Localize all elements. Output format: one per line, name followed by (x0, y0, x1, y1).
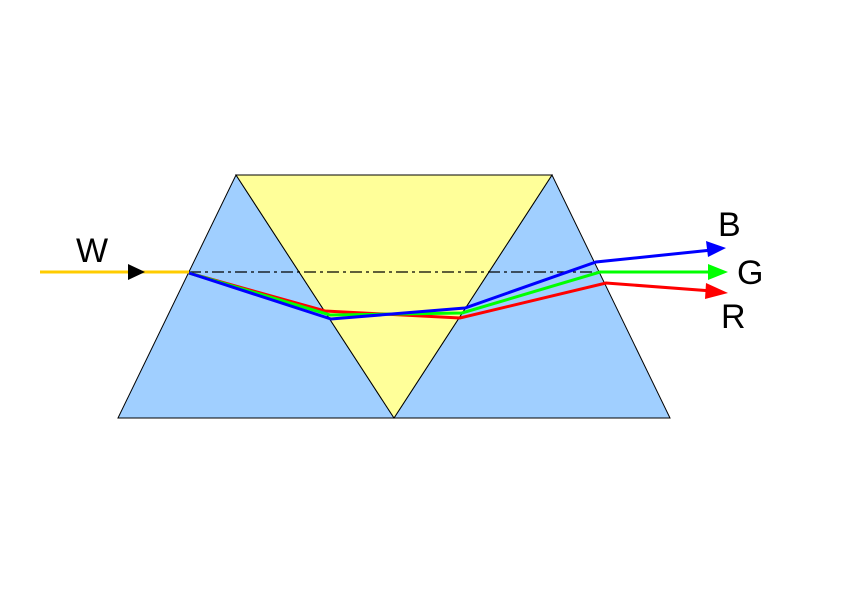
blue-arrow-icon (706, 241, 726, 257)
label-w: W (76, 232, 108, 270)
label-b: B (718, 206, 741, 244)
red-ray (188, 271, 713, 320)
label-g: G (737, 254, 763, 292)
incident-arrow-icon (128, 264, 145, 280)
green-ray (188, 270, 712, 317)
green-arrow-icon (708, 264, 728, 280)
center-prism (235, 174, 553, 419)
label-r: R (721, 298, 746, 336)
red-arrow-icon (705, 283, 728, 299)
blue-ray (188, 248, 713, 321)
